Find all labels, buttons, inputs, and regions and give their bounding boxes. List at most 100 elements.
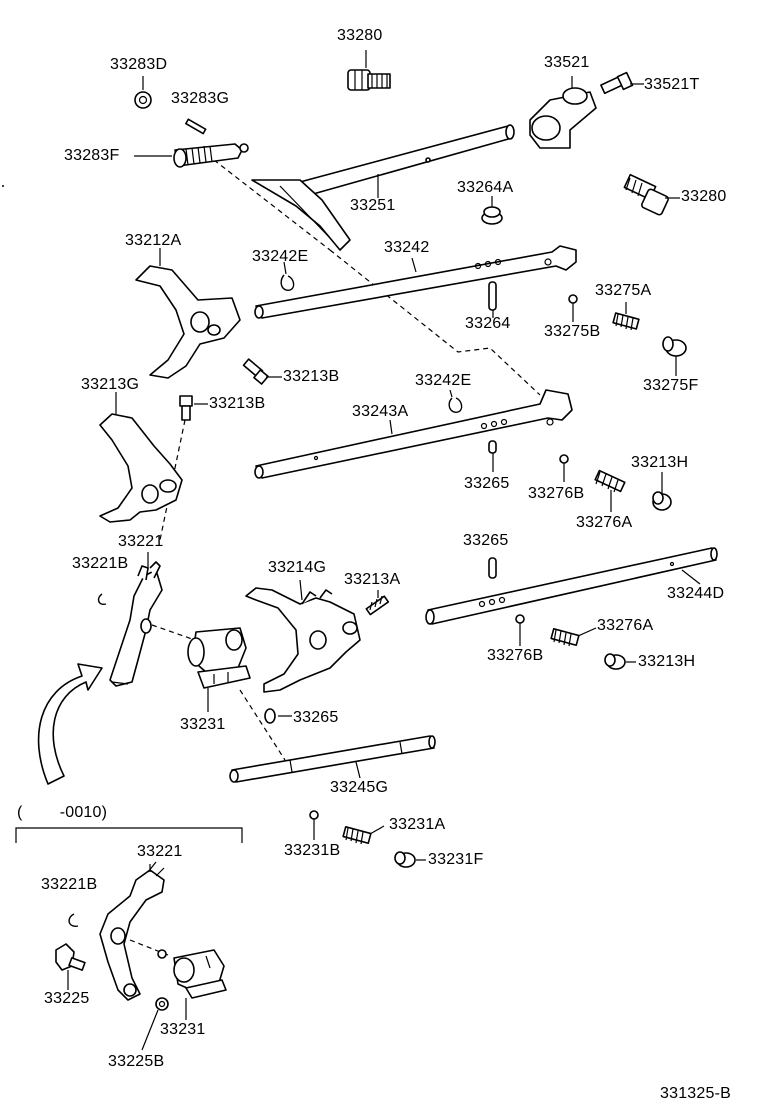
assembly-dashed-line (329, 249, 541, 396)
ball-33276b-a (559, 454, 569, 464)
assembly-dashed-line (213, 159, 331, 251)
leader-line (283, 261, 287, 275)
plug-33231f (394, 851, 416, 868)
ball-33275b (568, 294, 578, 304)
part-label-33221: 33221 (118, 533, 164, 550)
shaft-33243a (254, 389, 573, 479)
clip-33221b-b (68, 913, 79, 927)
shift-head-33521 (529, 87, 597, 149)
plug-33213h-b (604, 653, 626, 670)
snap-ring-33242e (280, 274, 295, 291)
part-label-33521t: 33521T (644, 76, 700, 93)
part-label-33213g: 33213G (81, 376, 140, 393)
plug-33213h-a (652, 491, 672, 511)
pin-33265-a (488, 440, 497, 454)
part-label-33213b: 33213B (209, 395, 266, 412)
leader-line (355, 761, 361, 779)
speck (2, 185, 4, 187)
shift-head-33231-b (157, 949, 227, 999)
part-label-33214g: 33214G (268, 559, 327, 576)
serial-range-label: ( -0010) (17, 804, 108, 821)
part-label-33221b: 33221B (72, 555, 129, 572)
bolt-33213b-b (179, 395, 193, 421)
shaft-33244d (425, 547, 718, 625)
part-label-33242: 33242 (384, 239, 430, 256)
part-label-33283d: 33283D (110, 56, 168, 73)
leader-line (389, 419, 393, 435)
shaft-33245g (229, 735, 436, 783)
direction-arrow (37, 663, 103, 785)
part-label-33225: 33225 (44, 990, 90, 1007)
diagram-code: 331325-B (660, 1085, 731, 1102)
pin-33225 (55, 943, 86, 971)
part-label-33242e: 33242E (415, 372, 472, 389)
part-label-33231a: 33231A (389, 816, 446, 833)
part-label-33275b: 33275B (544, 323, 601, 340)
part-label-33276b: 33276B (528, 485, 585, 502)
part-label-33276b: 33276B (487, 647, 544, 664)
part-label-33225b: 33225B (108, 1053, 165, 1070)
assembly-dashed-line (129, 939, 169, 956)
part-label-33283f: 33283F (64, 147, 120, 164)
part-label-33521: 33521 (544, 54, 590, 71)
spring-33275a (612, 312, 640, 331)
leader-line (681, 569, 701, 585)
bolt-33521t (600, 71, 634, 95)
fork-33213g (99, 413, 183, 523)
assembly-dashed-line (151, 624, 196, 641)
leader-line (577, 627, 597, 637)
fork-33212a (135, 265, 241, 379)
shift-head-33231-a (187, 627, 251, 689)
part-label-33264a: 33264A (457, 179, 514, 196)
part-label-33213b: 33213B (283, 368, 340, 385)
part-label-33231: 33231 (180, 716, 226, 733)
spring-33276a-b (550, 628, 580, 647)
plug-33275f (662, 336, 687, 357)
ball-33231b (309, 810, 319, 820)
shaft-33251 (251, 124, 515, 251)
part-label-33231b: 33231B (284, 842, 341, 859)
leader-line (141, 1009, 159, 1051)
fork-33214g (245, 587, 361, 693)
part-label-33283g: 33283G (171, 90, 230, 107)
variant-bracket (15, 827, 243, 843)
part-label-33243a: 33243A (352, 403, 409, 420)
spring-33276a-a (594, 469, 626, 493)
part-label-33221b: 33221B (41, 876, 98, 893)
bolt-33213a (365, 595, 390, 616)
leader-line (369, 825, 385, 835)
part-label-33213h: 33213H (638, 653, 696, 670)
plug-33280-right (623, 173, 670, 216)
part-label-33245g: 33245G (330, 779, 389, 796)
ball-33276b-b (515, 614, 525, 624)
plug-33280-top (347, 69, 391, 91)
plug-33264a (481, 206, 503, 225)
part-label-33280: 33280 (337, 27, 383, 44)
shaft-33242 (254, 245, 577, 319)
bolt-33213b-a (242, 358, 269, 385)
part-label-33276a: 33276A (576, 514, 633, 531)
part-label-33280: 33280 (681, 188, 727, 205)
assembly-dashed-line (239, 689, 286, 761)
part-label-33244d: 33244D (667, 585, 725, 602)
part-label-33242e: 33242E (252, 248, 309, 265)
part-label-33221: 33221 (137, 843, 183, 860)
pin-33264 (488, 281, 497, 311)
part-label-33276a: 33276A (597, 617, 654, 634)
part-label-33251: 33251 (350, 197, 396, 214)
part-label-33265: 33265 (293, 709, 339, 726)
part-label-33265: 33265 (463, 532, 509, 549)
ring-33225b (155, 997, 169, 1011)
part-label-33213a: 33213A (344, 571, 401, 588)
part-label-33213h: 33213H (631, 454, 689, 471)
part-label-33231f: 33231F (428, 851, 484, 868)
part-label-33212a: 33212A (125, 232, 182, 249)
pin-33265-c (264, 708, 276, 724)
assembly-dashed-line (159, 419, 186, 541)
spring-33231a (342, 826, 372, 845)
leader-line (299, 579, 303, 601)
part-label-33264: 33264 (465, 315, 511, 332)
part-label-33275a: 33275A (595, 282, 652, 299)
